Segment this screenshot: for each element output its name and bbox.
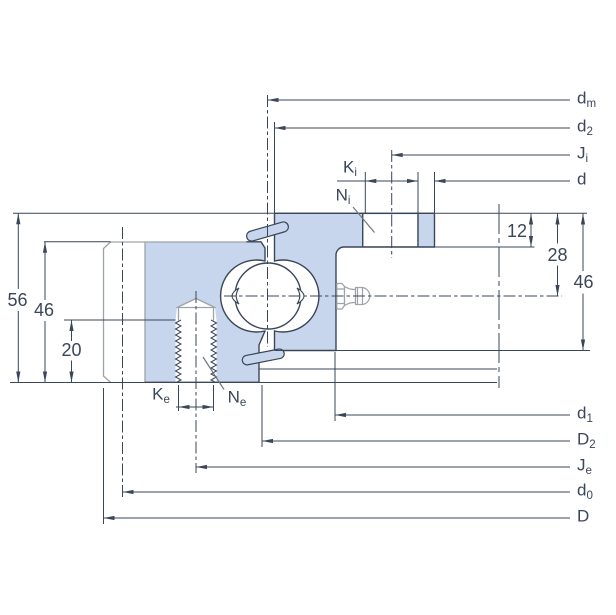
leader-lines (202, 206, 375, 390)
extension-lines (10, 122, 590, 524)
inner-ring-bolt-hole (363, 214, 418, 247)
thread-left (174, 319, 183, 383)
dimension-lines (17, 99, 584, 519)
dia-label-d1: d1 (577, 403, 593, 425)
dia-label-d: d (577, 169, 587, 189)
dim-label-ni: Ni (333, 185, 353, 208)
dim-label-56: 56 (5, 290, 30, 310)
dim-label-ne: Ne (225, 387, 249, 410)
dia-label-D2: D2 (577, 429, 596, 451)
dim-label-28: 28 (545, 244, 570, 265)
ni-leader (352, 206, 375, 233)
dia-label-je: Je (577, 455, 592, 477)
dim-label-ke: Ke (150, 384, 172, 407)
lower-seal (241, 348, 285, 366)
dim-label-46-left: 46 (31, 300, 57, 320)
dia-label-d2: d2 (577, 116, 593, 138)
center-lines (122, 95, 562, 498)
arrowheads (16, 97, 586, 521)
dim-label-20: 20 (59, 340, 84, 360)
outer-band (102, 241, 248, 383)
thread-right (209, 319, 218, 383)
ne-leader (202, 356, 225, 390)
dim-label-46-right: 46 (571, 272, 596, 292)
dim-label-ki: Ki (341, 157, 359, 180)
dim-label-12: 12 (504, 220, 530, 241)
dia-label-ji: Ji (577, 143, 589, 165)
dia-label-D: D (577, 506, 590, 526)
dia-label-d0: d0 (577, 480, 593, 502)
dia-label-dm: dm (577, 88, 597, 110)
